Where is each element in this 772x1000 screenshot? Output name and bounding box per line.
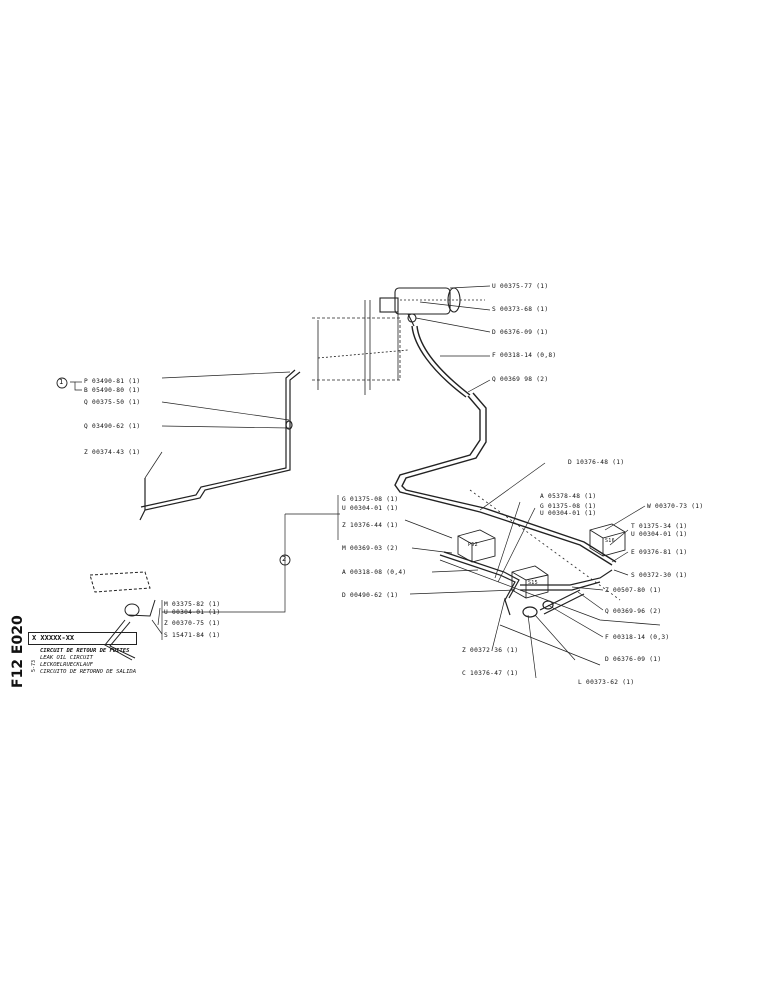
- sheet-date: 5-73: [31, 659, 37, 672]
- label-q00369: Q 00369 98 (2): [492, 376, 549, 383]
- main-hose: [394, 325, 617, 566]
- label-m0337582: M 03375-82 (1): [164, 601, 221, 608]
- machine-frame: [312, 299, 661, 666]
- part-code-box: X XXXXX-XX: [28, 632, 137, 645]
- label-e0937681: E 09376-81 (1): [631, 549, 688, 556]
- right-lower-pipes: [439, 551, 613, 618]
- callout-2: 2: [282, 555, 287, 563]
- label-d0637609b: D 06376-09 (1): [605, 656, 662, 663]
- label-s1547184: S 15471-84 (1): [164, 632, 221, 639]
- box-s15: [511, 565, 549, 599]
- label-m0036903: M 00369-03 (2): [342, 545, 399, 552]
- label-b0549080: B 05490-80 (1): [84, 387, 141, 394]
- sheet-code: F12 E020: [8, 615, 28, 690]
- label-d0637609: D 06376-09 (1): [492, 329, 549, 336]
- label-z0037236: Z 00372-36 (1): [462, 647, 519, 654]
- pump-assembly: [379, 287, 461, 327]
- label-s0037368: S 00373-68 (1): [492, 306, 549, 313]
- label-a0031808: A 00318-08 (0,4): [342, 569, 407, 576]
- label-u0030401d: U 00304-01 (1): [164, 609, 221, 616]
- label-t0137534: T 01375-34 (1): [631, 523, 688, 530]
- label-q0349062: Q 03490-62 (1): [84, 423, 141, 430]
- label-q0036996: Q 00369-96 (2): [605, 608, 662, 615]
- label-d1037648: D 10376-48 (1): [568, 459, 625, 466]
- label-g0137508a: G 01375-08 (1): [342, 496, 399, 503]
- sheet-code-text: F12 E020: [10, 615, 26, 688]
- label-f0031814: F 00318-14 (0,3): [605, 634, 670, 641]
- lower-left-component: [89, 571, 156, 661]
- leader-lines: [144, 285, 646, 679]
- label-c1037647: C 10376-47 (1): [462, 670, 519, 677]
- title-de: LECKOELRUECKLAUF: [40, 662, 93, 668]
- label-u0030401c: U 00304-01 (1): [631, 531, 688, 538]
- left-pipe: [139, 369, 301, 521]
- box-s16-label: S16: [605, 538, 615, 544]
- box-p52-label: P52: [468, 542, 478, 548]
- label-l0037362: L 00373-62 (1): [578, 679, 635, 686]
- box-s15-label: S15: [528, 580, 538, 586]
- label-a0537848: A 05378-48 (1): [540, 493, 597, 500]
- box-s16: [589, 523, 626, 557]
- label-g0137508b: G 01375-08 (1): [540, 503, 597, 510]
- label-w0037073: W 00370-73 (1): [647, 503, 704, 510]
- callout-1: 1: [59, 378, 64, 386]
- label-z0050780: Z 00507-80 (1): [605, 587, 662, 594]
- label-u0030401b: U 00304-01 (1): [540, 510, 597, 517]
- label-u0037577: U 00375-77 (1): [492, 283, 549, 290]
- label-p0349081: P 03490-81 (1): [84, 378, 141, 385]
- callout-1-bracket: [70, 381, 82, 391]
- label-f00318: F 00318-14 (0,8): [492, 352, 557, 359]
- title-es: CIRCUITO DE RETORNO DE SALIDA: [40, 669, 137, 675]
- label-z0037075: Z 00370-75 (1): [164, 620, 221, 627]
- box-p52: [457, 529, 496, 563]
- label-s0037230: S 00372-30 (1): [631, 572, 688, 579]
- label-q0037550: Q 00375-50 (1): [84, 399, 141, 406]
- title-fr: CIRCUIT DE RETOUR DE FUITES: [40, 648, 130, 654]
- label-z1037644: Z 10376-44 (1): [342, 522, 399, 529]
- label-d0049062: D 00490-62 (1): [342, 592, 399, 599]
- label-u0030401a: U 00304-01 (1): [342, 505, 399, 512]
- title-en: LEAK OIL CIRCUIT: [40, 655, 93, 661]
- label-z0037443: Z 00374-43 (1): [84, 449, 141, 456]
- part-code: X XXXXX-XX: [32, 634, 75, 642]
